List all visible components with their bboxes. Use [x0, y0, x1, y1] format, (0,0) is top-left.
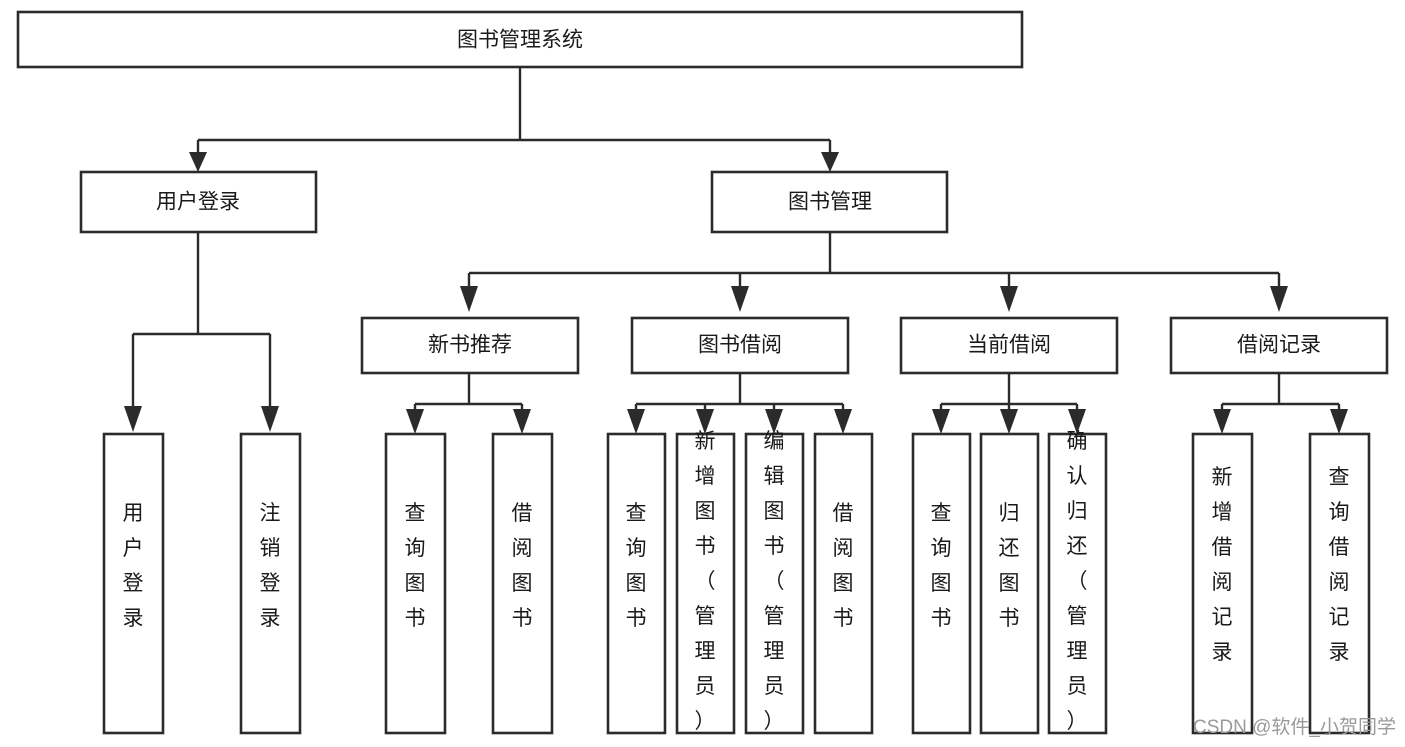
arrowhead-borrowrecord-1 — [1330, 409, 1348, 434]
node-book-borrow-label: 图书借阅 — [698, 334, 782, 357]
csdn-watermark: CSDN @软件_小贺同学 — [1193, 716, 1396, 738]
node-user-login[interactable]: 用户登录 — [79, 170, 318, 234]
node-book-management-box[interactable] — [710, 170, 949, 234]
leaf-bookborrow-query-box[interactable] — [606, 432, 667, 735]
node-book-management-label: 图书管理 — [788, 191, 872, 214]
leaf-node[interactable]: 用户登录 — [102, 432, 165, 735]
node-new-book-recommend-box[interactable] — [360, 316, 580, 375]
leaf-node[interactable]: 借阅图书 — [813, 432, 874, 735]
leaf-node[interactable]: 编辑图书（管理员） — [744, 430, 805, 735]
node-root-label: 图书管理系统 — [457, 29, 583, 52]
node-borrow-record-label: 借阅记录 — [1237, 334, 1321, 357]
leaf-node[interactable]: 查询图书 — [384, 432, 447, 735]
node-new-book-recommend-label: 新书推荐 — [428, 334, 512, 357]
leaf-bookborrow-edit-box[interactable] — [744, 432, 805, 735]
node-current-borrow-box[interactable] — [899, 316, 1119, 375]
arrowhead-newbook-0 — [406, 409, 424, 434]
arrowhead-userlogin-1 — [261, 406, 279, 432]
arrowhead-bookborrow-0 — [627, 409, 645, 434]
leaf-bookborrow-add-box[interactable] — [675, 432, 736, 735]
leaf-node[interactable]: 归还图书 — [979, 432, 1040, 735]
node-current-borrow-label: 当前借阅 — [967, 334, 1051, 357]
leaf-user-login-label: 用户登录 — [123, 502, 144, 630]
arrowhead-userlogin-0 — [124, 406, 142, 432]
node-root-box[interactable] — [16, 10, 1024, 69]
leaf-node[interactable]: 注销登录 — [239, 432, 302, 735]
node-root[interactable]: 图书管理系统 — [16, 10, 1024, 69]
leaf-node[interactable]: 查询借阅记录 — [1308, 432, 1371, 735]
leaf-bookborrow-edit-label: 编辑图书（管理员） — [764, 430, 785, 733]
arrowhead-level3-3 — [1270, 286, 1288, 312]
arrowhead-bookborrow-2 — [765, 409, 783, 434]
leaf-currentborrow-query-label: 查询图书 — [931, 502, 952, 630]
node-current-borrow[interactable]: 当前借阅 — [899, 316, 1119, 375]
arrowhead-borrowrecord-0 — [1213, 409, 1231, 434]
leaf-logout-label: 注销登录 — [260, 502, 281, 630]
leaf-logout-box[interactable] — [239, 432, 302, 735]
node-borrow-record[interactable]: 借阅记录 — [1169, 316, 1389, 375]
arrowhead-currentborrow-0 — [932, 409, 950, 434]
arrowhead-currentborrow-1 — [1000, 409, 1018, 434]
arrowhead-level3-1 — [731, 286, 749, 312]
leaf-node[interactable]: 查询图书 — [911, 432, 972, 735]
leaf-currentborrow-confirm-box[interactable] — [1047, 432, 1108, 735]
leaf-record-add-box[interactable] — [1191, 432, 1254, 735]
leaf-currentborrow-query-box[interactable] — [911, 432, 972, 735]
node-new-book-recommend[interactable]: 新书推荐 — [360, 316, 580, 375]
leaf-record-query-label: 查询借阅记录 — [1329, 466, 1350, 664]
leaf-currentborrow-return-label: 归还图书 — [999, 502, 1020, 630]
node-book-borrow-box[interactable] — [630, 316, 850, 375]
leaf-bookborrow-add-label: 新增图书（管理员） — [695, 430, 716, 733]
leaf-bookborrow-borrow-label: 借阅图书 — [833, 502, 854, 630]
leaf-node[interactable]: 确认归还（管理员） — [1047, 430, 1108, 735]
node-book-management[interactable]: 图书管理 — [710, 170, 949, 234]
node-user-login-label: 用户登录 — [156, 191, 240, 214]
leaf-currentborrow-return-box[interactable] — [979, 432, 1040, 735]
node-borrow-record-box[interactable] — [1169, 316, 1389, 375]
arrowhead-newbook-1 — [513, 409, 531, 434]
leaf-newbook-query-label: 查询图书 — [405, 502, 426, 630]
arrowhead-bookborrow-3 — [834, 409, 852, 434]
leaf-newbook-borrow-box[interactable] — [491, 432, 554, 735]
arrowhead-currentborrow-2 — [1068, 409, 1086, 434]
leaf-node[interactable]: 新增图书（管理员） — [675, 430, 736, 735]
leaf-node[interactable]: 查询图书 — [606, 432, 667, 735]
leaf-newbook-query-box[interactable] — [384, 432, 447, 735]
leaf-bookborrow-query-label: 查询图书 — [626, 502, 647, 630]
leaf-node[interactable]: 借阅图书 — [491, 432, 554, 735]
leaf-newbook-borrow-label: 借阅图书 — [512, 502, 533, 630]
arrowhead-bookborrow-1 — [696, 409, 714, 434]
leaf-currentborrow-confirm-label: 确认归还（管理员） — [1067, 430, 1088, 733]
connector-layer — [124, 67, 1348, 434]
leaf-record-add-label: 新增借阅记录 — [1212, 466, 1233, 664]
arrowhead-level3-2 — [1000, 286, 1018, 312]
arrowhead-level2-0 — [189, 152, 207, 172]
leaf-node[interactable]: 新增借阅记录 — [1191, 432, 1254, 735]
leaf-bookborrow-borrow-box[interactable] — [813, 432, 874, 735]
leaf-record-query-box[interactable] — [1308, 432, 1371, 735]
node-user-login-box[interactable] — [79, 170, 318, 234]
arrowhead-level2-1 — [821, 152, 839, 172]
arrowhead-level3-0 — [460, 286, 478, 312]
leaf-user-login-box[interactable] — [102, 432, 165, 735]
node-book-borrow[interactable]: 图书借阅 — [630, 316, 850, 375]
